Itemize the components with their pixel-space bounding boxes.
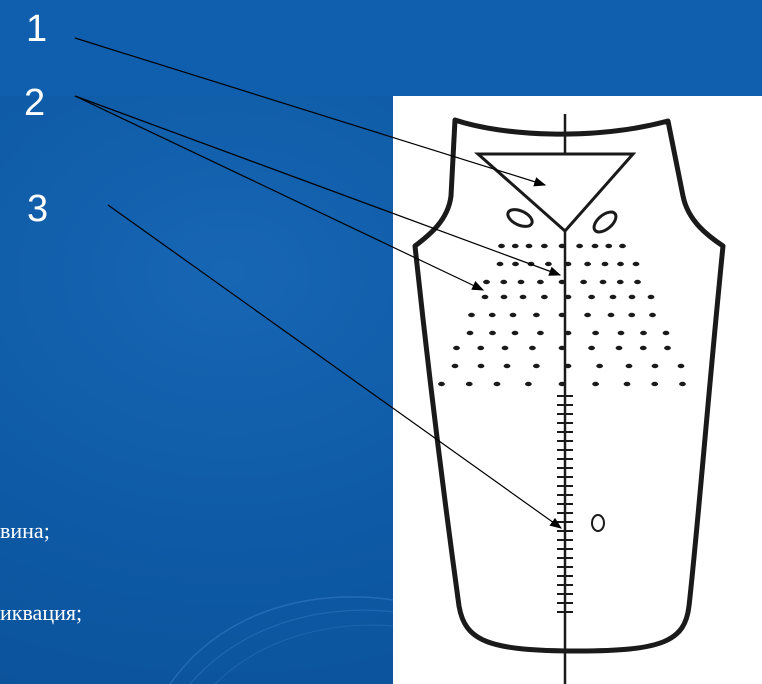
porosity-dot bbox=[518, 280, 525, 284]
porosity-dot bbox=[497, 262, 504, 266]
porosity-dot bbox=[526, 244, 533, 248]
porosity-dot bbox=[626, 364, 633, 368]
porosity-dot bbox=[545, 262, 552, 266]
porosity-dot bbox=[580, 280, 587, 284]
porosity-dot bbox=[617, 262, 624, 266]
porosity-dot bbox=[559, 382, 566, 386]
porosity-dot bbox=[501, 295, 508, 299]
ingot-image-panel bbox=[393, 96, 762, 684]
porosity-dot bbox=[651, 382, 658, 386]
label-1: 1 bbox=[26, 10, 47, 48]
porosity-dot bbox=[588, 295, 595, 299]
porosity-dot bbox=[592, 382, 599, 386]
caption-line-2: иквация; bbox=[0, 600, 82, 626]
porosity-dot bbox=[679, 382, 686, 386]
porosity-dot bbox=[502, 346, 509, 350]
porosity-dot bbox=[482, 295, 489, 299]
porosity-dot bbox=[533, 364, 540, 368]
porosity-dot bbox=[453, 346, 460, 350]
porosity-dot bbox=[565, 295, 572, 299]
porosity-dot bbox=[584, 313, 591, 317]
porosity-dot bbox=[498, 244, 505, 248]
porosity-dot bbox=[559, 346, 566, 350]
porosity-dot bbox=[619, 244, 626, 248]
porosity-dot bbox=[528, 262, 535, 266]
porosity-dot bbox=[616, 346, 623, 350]
porosity-dot bbox=[652, 364, 659, 368]
ingot-section-drawing bbox=[393, 96, 762, 684]
porosity-dot bbox=[618, 331, 625, 335]
porosity-dot bbox=[494, 382, 501, 386]
porosity-dot bbox=[596, 364, 603, 368]
porosity-dot bbox=[438, 382, 445, 386]
porosity-dot bbox=[467, 331, 474, 335]
porosity-dot bbox=[633, 262, 640, 266]
porosity-dot bbox=[512, 244, 519, 248]
porosity-dot bbox=[617, 280, 624, 284]
porosity-dot bbox=[624, 382, 631, 386]
porosity-dot bbox=[489, 313, 496, 317]
porosity-dot bbox=[629, 295, 636, 299]
porosity-dot bbox=[477, 346, 484, 350]
porosity-dot bbox=[565, 331, 572, 335]
porosity-dot bbox=[610, 295, 617, 299]
porosity-dot bbox=[600, 280, 607, 284]
porosity-dot bbox=[512, 262, 519, 266]
porosity-dot bbox=[608, 313, 615, 317]
porosity-dot bbox=[525, 382, 532, 386]
porosity-dot bbox=[512, 331, 519, 335]
porosity-dot bbox=[489, 331, 496, 335]
porosity-dot bbox=[602, 262, 609, 266]
porosity-dot bbox=[664, 346, 671, 350]
porosity-dot bbox=[468, 313, 475, 317]
porosity-dot bbox=[565, 364, 572, 368]
label-2: 2 bbox=[24, 84, 45, 122]
porosity-dot bbox=[541, 295, 548, 299]
porosity-dot bbox=[663, 331, 670, 335]
porosity-dot bbox=[537, 331, 544, 335]
porosity-dot bbox=[634, 280, 641, 284]
porosity-dot bbox=[565, 262, 572, 266]
porosity-dot bbox=[504, 364, 511, 368]
porosity-dot bbox=[533, 313, 540, 317]
label-3: 3 bbox=[27, 190, 48, 228]
porosity-dot bbox=[588, 346, 595, 350]
porosity-dot bbox=[640, 346, 647, 350]
porosity-dot bbox=[592, 331, 599, 335]
porosity-dot bbox=[541, 244, 548, 248]
porosity-dot bbox=[649, 313, 656, 317]
porosity-dot bbox=[559, 280, 566, 284]
caption-line-1: вина; bbox=[0, 518, 50, 544]
porosity-dot bbox=[628, 313, 635, 317]
porosity-dot bbox=[510, 313, 517, 317]
porosity-dot bbox=[678, 364, 685, 368]
porosity-dot bbox=[452, 364, 459, 368]
porosity-dot bbox=[483, 280, 490, 284]
porosity-dot bbox=[559, 313, 566, 317]
porosity-dot bbox=[529, 346, 536, 350]
porosity-dot bbox=[478, 364, 485, 368]
porosity-dot bbox=[605, 244, 612, 248]
porosity-dot bbox=[559, 244, 566, 248]
porosity-dot bbox=[500, 280, 507, 284]
porosity-dot bbox=[576, 244, 583, 248]
porosity-dot bbox=[640, 331, 647, 335]
porosity-dot bbox=[592, 244, 599, 248]
porosity-dot bbox=[648, 295, 655, 299]
porosity-dot bbox=[584, 262, 591, 266]
porosity-dot bbox=[520, 295, 527, 299]
porosity-dot bbox=[537, 280, 544, 284]
porosity-dot bbox=[466, 382, 473, 386]
